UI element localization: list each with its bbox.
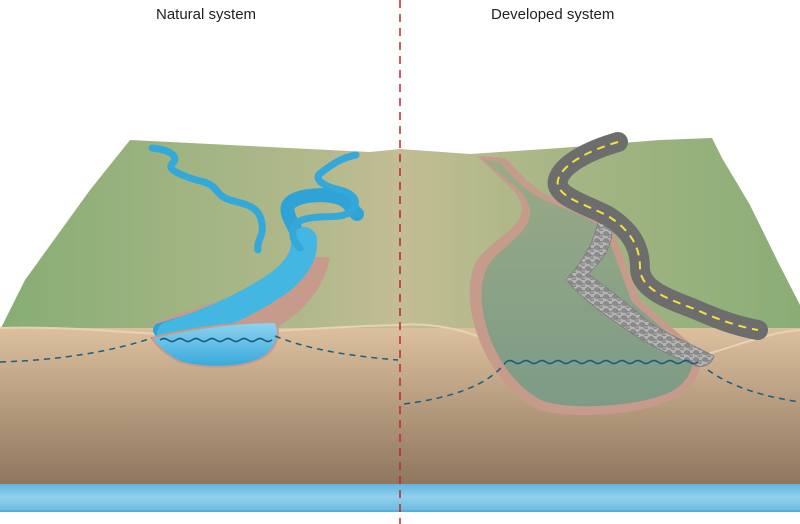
riprap-armor bbox=[565, 221, 715, 367]
road bbox=[547, 132, 768, 340]
water-table-developed bbox=[403, 361, 800, 405]
panel-title-developed: Developed system bbox=[491, 6, 615, 23]
river-tributary-right bbox=[289, 151, 360, 252]
natural-water-surface bbox=[159, 337, 273, 343]
panel-title-natural: Natural system bbox=[156, 6, 257, 23]
river-pool bbox=[150, 320, 279, 368]
river-tributary-left bbox=[148, 144, 266, 254]
natural-river bbox=[148, 144, 364, 368]
road-center-line bbox=[556, 141, 759, 331]
developed-channel bbox=[469, 156, 715, 416]
river-channel-lower bbox=[157, 227, 318, 347]
soil-top-edge bbox=[0, 323, 800, 358]
developed-water-surface bbox=[505, 359, 699, 365]
water-table-natural bbox=[0, 335, 399, 363]
